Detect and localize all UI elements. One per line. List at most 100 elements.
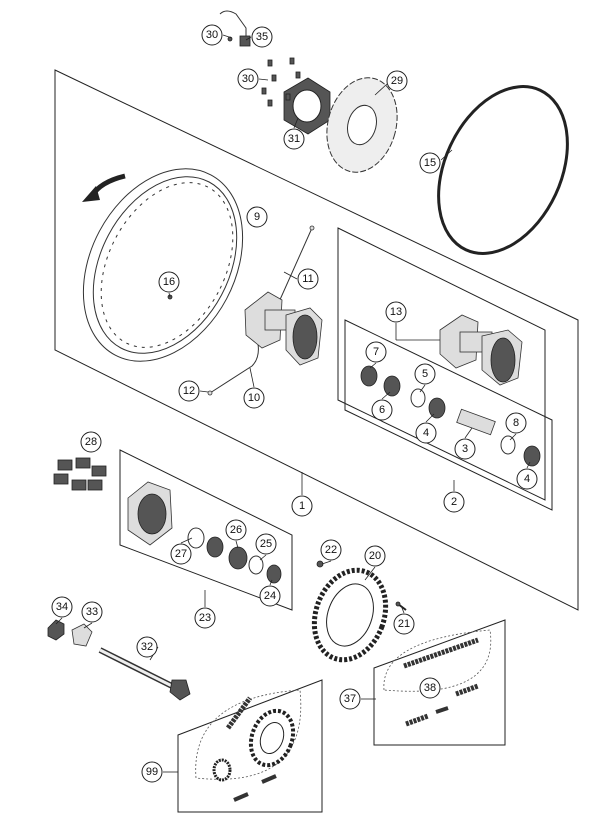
callout-number: 4: [423, 427, 429, 439]
callout-circle: [201, 24, 223, 46]
callout-c24: 24: [259, 585, 281, 607]
spoke-short: [209, 343, 259, 394]
callout-number: 34: [56, 601, 68, 613]
callout-number: 30: [242, 73, 254, 85]
callout-circle: [339, 688, 361, 710]
spacer-ring: [500, 435, 516, 455]
rim: [82, 168, 244, 362]
callout-number: 23: [199, 612, 211, 624]
callout-c34: 34: [51, 596, 73, 618]
rim-band: [437, 85, 569, 255]
callout-number: 24: [264, 590, 276, 602]
spacer-27: [187, 527, 205, 549]
speed-sensor: [219, 10, 251, 47]
callout-circle: [505, 412, 527, 434]
chain-loop-37: [383, 629, 492, 692]
callout-circle: [415, 422, 437, 444]
callout-c4a: 4: [415, 422, 437, 444]
callout-c4b: 4: [516, 468, 538, 490]
callout-c1: 1: [291, 495, 313, 517]
callout-c22: 22: [320, 539, 342, 561]
axle-nut: [47, 619, 65, 641]
callout-c99: 99: [141, 761, 163, 783]
callout-c28: 28: [80, 431, 102, 453]
rear-sprocket: [311, 567, 389, 663]
callout-number: 38: [424, 682, 436, 694]
shaft-seal: [360, 365, 378, 387]
callout-c29: 29: [386, 70, 408, 92]
callout-c11: 11: [297, 268, 319, 290]
sprocket-carrier: [127, 481, 173, 546]
bearing-4b: [523, 445, 541, 467]
callout-circle: [393, 613, 415, 635]
callout-number: 35: [256, 31, 268, 43]
callout-circle: [170, 543, 192, 565]
front-sprocket-99: [212, 758, 232, 782]
sprocket-99: [248, 708, 296, 768]
callout-c3: 3: [454, 438, 476, 460]
callout-circle: [255, 533, 277, 555]
callout-circle: [364, 545, 386, 567]
chain-kit-frame: [373, 619, 506, 746]
callout-number: 4: [524, 473, 530, 485]
drive-kit-frame: [177, 679, 323, 813]
callout-c12: 12: [178, 380, 200, 402]
callout-c8: 8: [505, 412, 527, 434]
callout-number: 2: [451, 496, 457, 508]
callout-c25: 25: [255, 533, 277, 555]
callout-c23: 23: [194, 607, 216, 629]
callout-circle: [291, 495, 313, 517]
sensor-ring: [283, 77, 331, 135]
bolt-21: [395, 601, 407, 611]
chain-link-99b: [261, 774, 277, 784]
callout-c21: 21: [393, 613, 415, 635]
chain-link-99a: [233, 792, 249, 802]
leader-lines: [55, 34, 531, 773]
callout-circle: [80, 431, 102, 453]
callout-number: 28: [85, 436, 97, 448]
callout-number: 5: [422, 368, 428, 380]
callout-number: 22: [325, 544, 337, 556]
main-assembly-frame: [54, 69, 579, 611]
chain-37: [403, 637, 479, 727]
callout-c15: 15: [419, 152, 441, 174]
callout-c35: 35: [251, 26, 273, 48]
circlip: [410, 388, 426, 408]
callout-number: 11: [302, 273, 313, 285]
callout-circle: [136, 636, 158, 658]
callout-number: 12: [183, 385, 195, 397]
callout-circle: [259, 585, 281, 607]
callout-circle: [419, 152, 441, 174]
callout-c13: 13: [385, 301, 407, 323]
callout-c20: 20: [364, 545, 386, 567]
spoke-head: [309, 225, 315, 231]
callout-circle: [81, 601, 103, 623]
callout-c10: 10: [243, 387, 265, 409]
callout-circle: [419, 677, 441, 699]
callout-circle: [386, 70, 408, 92]
spacer-sleeve: [456, 408, 496, 436]
callout-number: 20: [369, 550, 381, 562]
callout-number: 30: [206, 29, 218, 41]
callout-number: 3: [462, 443, 468, 455]
callout-circle: [371, 399, 393, 421]
callout-circle: [246, 206, 268, 228]
chain-99: [225, 696, 253, 730]
callout-number: 29: [391, 75, 403, 87]
callout-circle: [365, 341, 387, 363]
bearing-6: [383, 375, 401, 397]
callout-c2: 2: [443, 491, 465, 513]
callout-c37: 37: [339, 688, 361, 710]
callout-circle: [141, 761, 163, 783]
callout-number: 1: [299, 500, 305, 512]
callout-c6: 6: [371, 399, 393, 421]
chain-adjuster: [71, 623, 93, 647]
sprocket-carrier-frame: [119, 449, 293, 611]
callout-circle: [243, 387, 265, 409]
chain-loop-99: [195, 689, 302, 780]
callout-number: 31: [288, 133, 300, 145]
callout-number: 10: [248, 392, 260, 404]
sensor-ring-screws: [261, 57, 301, 107]
callout-circle: [194, 607, 216, 629]
